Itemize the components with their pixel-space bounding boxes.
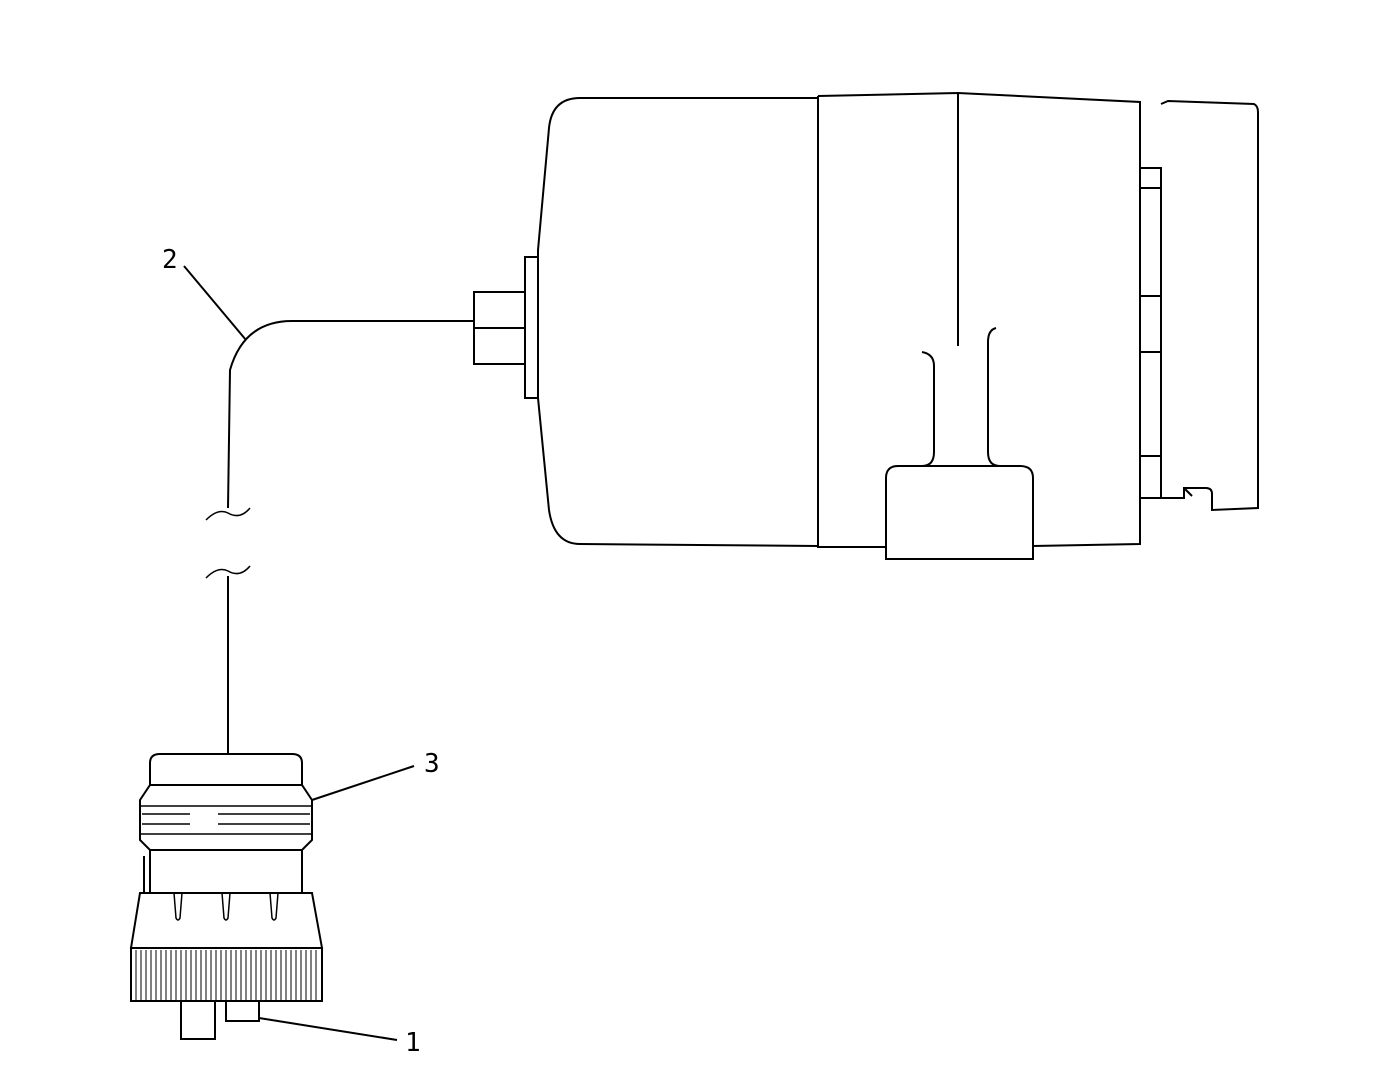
callout-3-leader xyxy=(311,765,415,801)
callout-2-number: 2 xyxy=(162,245,178,275)
connector-pin-left xyxy=(180,1000,216,1040)
cable-break-mark-upper xyxy=(205,507,251,521)
connector-collar-slots xyxy=(173,892,279,921)
connector-body xyxy=(143,850,303,893)
connector-knurl-lines xyxy=(135,950,317,1000)
connector xyxy=(129,753,324,1040)
connector-pin-right xyxy=(225,1000,260,1022)
main-unit-plug-block xyxy=(885,465,1034,560)
main-unit-port-flange xyxy=(524,256,539,399)
main-unit-end-cap xyxy=(1160,99,1259,512)
main-unit-middle-section xyxy=(817,91,1141,548)
connector-top-cap xyxy=(149,753,303,785)
callout-1-leader xyxy=(258,1017,398,1041)
callout-3: 3 xyxy=(311,749,440,801)
callout-1-number: 1 xyxy=(405,1028,421,1058)
callout-2-leader xyxy=(183,265,247,341)
main-unit-body xyxy=(537,97,819,547)
cable xyxy=(205,320,474,754)
cable-upper-run xyxy=(227,320,474,509)
main-unit-left-stem xyxy=(921,351,935,467)
cable-break-mark-lower xyxy=(205,565,251,579)
main-unit-right-stem xyxy=(987,327,1001,467)
callout-3-number: 3 xyxy=(424,749,440,779)
connector-coupling-ring xyxy=(139,784,313,851)
main-unit-end-cap-foot xyxy=(1183,487,1193,497)
callout-2: 2 xyxy=(162,245,247,341)
callout-1: 1 xyxy=(258,1017,421,1058)
connector-ring-grooves xyxy=(140,805,312,835)
main-unit-connector-strip xyxy=(1140,167,1162,499)
main-unit xyxy=(473,91,1259,560)
